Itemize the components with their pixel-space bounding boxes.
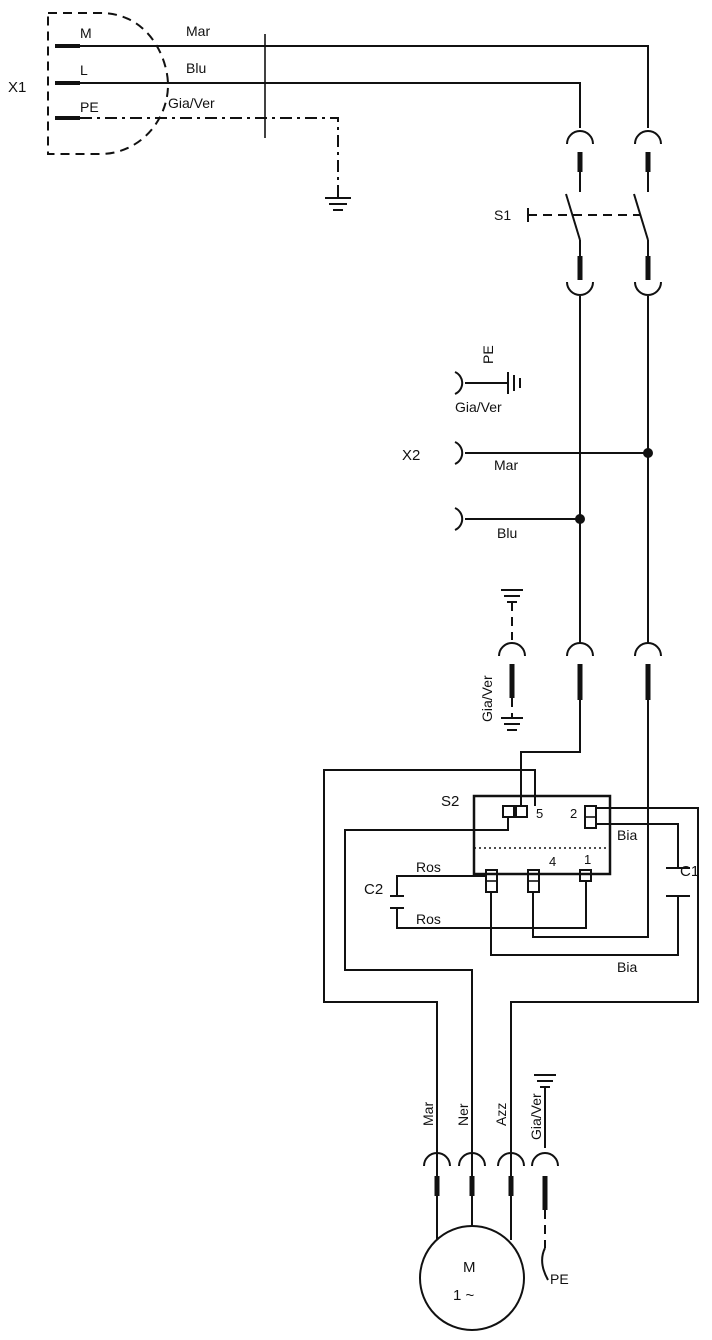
giaver-ground-connector: Gia/Ver bbox=[479, 589, 526, 731]
wire-label-blu-top: Blu bbox=[186, 60, 206, 76]
motor-wire-mar: Mar bbox=[420, 1102, 436, 1126]
x2-label: X2 bbox=[402, 447, 420, 464]
s2-terminal-4: 4 bbox=[549, 854, 556, 869]
connector-pair-above-s2 bbox=[566, 642, 662, 700]
motor-label: M bbox=[463, 1259, 476, 1276]
wire-label-giaver-top: Gia/Ver bbox=[168, 95, 215, 111]
motor-wire-labels: Mar Ner Azz Gia/Ver bbox=[420, 1093, 544, 1140]
s2-terminal-2: 2 bbox=[570, 806, 577, 821]
ros-label-bottom: Ros bbox=[416, 911, 441, 927]
motor-wire-azz: Azz bbox=[493, 1103, 509, 1126]
x2-giaver-label: Gia/Ver bbox=[455, 399, 502, 415]
s2-switch: S2 5 2 4 1 bbox=[441, 793, 612, 893]
motor-connectors bbox=[423, 1152, 559, 1281]
bia-label-right: Bia bbox=[617, 827, 637, 843]
connector-pair-above-s1 bbox=[566, 130, 662, 192]
c2-capacitor: C2 Ros Ros bbox=[364, 859, 441, 927]
main-vertical-wires bbox=[579, 296, 649, 644]
motor-wire-ner: Ner bbox=[455, 1103, 471, 1126]
giaver-mid-label: Gia/Ver bbox=[479, 675, 495, 722]
bia-label-bottom: Bia bbox=[617, 959, 637, 975]
motor-wire-giaver: Gia/Ver bbox=[528, 1093, 544, 1140]
s2-terminal-5: 5 bbox=[536, 806, 543, 821]
x2-pe-label: PE bbox=[480, 345, 496, 364]
motor-phase-label: 1 ~ bbox=[453, 1287, 475, 1304]
top-wires: Mar Blu Gia/Ver bbox=[80, 23, 649, 192]
x1-plug: X1 M L PE bbox=[8, 12, 170, 155]
c2-label: C2 bbox=[364, 881, 383, 898]
connector-pair-below-s1 bbox=[566, 256, 662, 296]
s2-wiring: Bia Bia bbox=[323, 700, 699, 1190]
ground-symbol-motor bbox=[534, 1074, 556, 1148]
ros-label-top: Ros bbox=[416, 859, 441, 875]
x2-terminal: PE Gia/Ver X2 Mar Blu bbox=[402, 345, 653, 541]
motor-symbol: M 1 ~ PE bbox=[419, 1225, 569, 1331]
s2-terminal-1: 1 bbox=[584, 852, 591, 867]
ground-symbol-top bbox=[325, 192, 351, 211]
x1-label: X1 bbox=[8, 79, 26, 96]
x1-pin-m: M bbox=[80, 25, 92, 41]
s1-switch: S1 bbox=[494, 193, 649, 256]
c1-capacitor: C1 bbox=[666, 863, 699, 897]
x2-mar-label: Mar bbox=[494, 457, 518, 473]
c1-label: C1 bbox=[680, 863, 699, 880]
s1-label: S1 bbox=[494, 207, 511, 223]
x1-pin-l: L bbox=[80, 62, 88, 78]
wire-label-mar-top: Mar bbox=[186, 23, 210, 39]
s2-label: S2 bbox=[441, 793, 459, 810]
motor-pe-label: PE bbox=[550, 1271, 569, 1287]
x2-blu-label: Blu bbox=[497, 525, 517, 541]
x1-pin-pe: PE bbox=[80, 99, 99, 115]
